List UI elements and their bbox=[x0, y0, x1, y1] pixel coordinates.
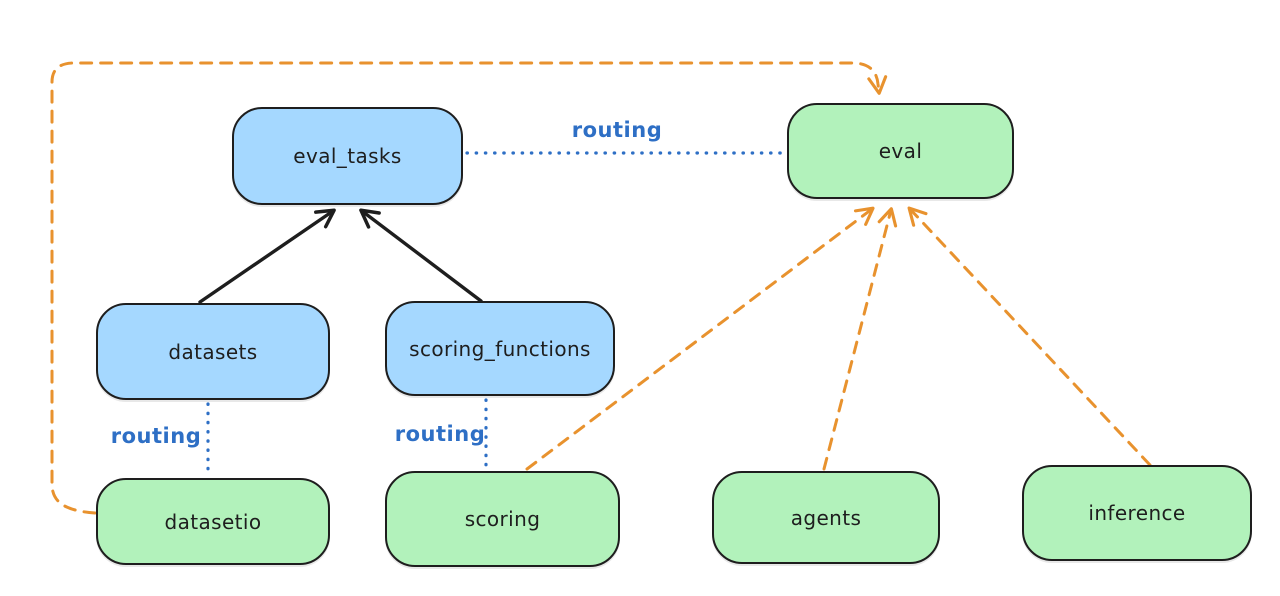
node-scoring-label: scoring bbox=[464, 507, 541, 531]
node-scoring: scoring bbox=[385, 471, 620, 567]
routing-label-datasets-datasetio: routing bbox=[110, 424, 202, 448]
node-inference-label: inference bbox=[1088, 501, 1186, 525]
edge-agents-to-eval bbox=[822, 207, 898, 471]
node-inference: inference bbox=[1022, 465, 1252, 561]
node-datasets-label: datasets bbox=[168, 339, 258, 364]
node-scoring-functions: scoring_functions bbox=[385, 301, 615, 396]
node-eval-tasks: eval_tasks bbox=[232, 107, 463, 205]
edge-scoring-to-eval bbox=[525, 206, 875, 471]
node-agents: agents bbox=[712, 471, 940, 564]
routing-label-eval-tasks-eval: routing bbox=[571, 118, 663, 142]
node-eval-tasks-label: eval_tasks bbox=[293, 144, 402, 168]
node-scoring-functions-label: scoring_functions bbox=[409, 336, 591, 361]
node-datasetio-label: datasetio bbox=[164, 509, 262, 534]
edge-datasetio-to-eval bbox=[50, 61, 888, 515]
node-datasets: datasets bbox=[96, 303, 330, 400]
edge-inference-to-eval bbox=[907, 206, 1152, 467]
routing-label-scoring-functions-scoring: routing bbox=[394, 422, 486, 446]
edge-scoring-functions-to-eval-tasks bbox=[359, 208, 483, 303]
edge-datasets-to-eval-tasks bbox=[198, 208, 336, 304]
node-eval-label: eval bbox=[878, 139, 923, 163]
node-agents-label: agents bbox=[790, 505, 862, 530]
node-datasetio: datasetio bbox=[96, 478, 330, 565]
node-eval: eval bbox=[787, 103, 1014, 199]
